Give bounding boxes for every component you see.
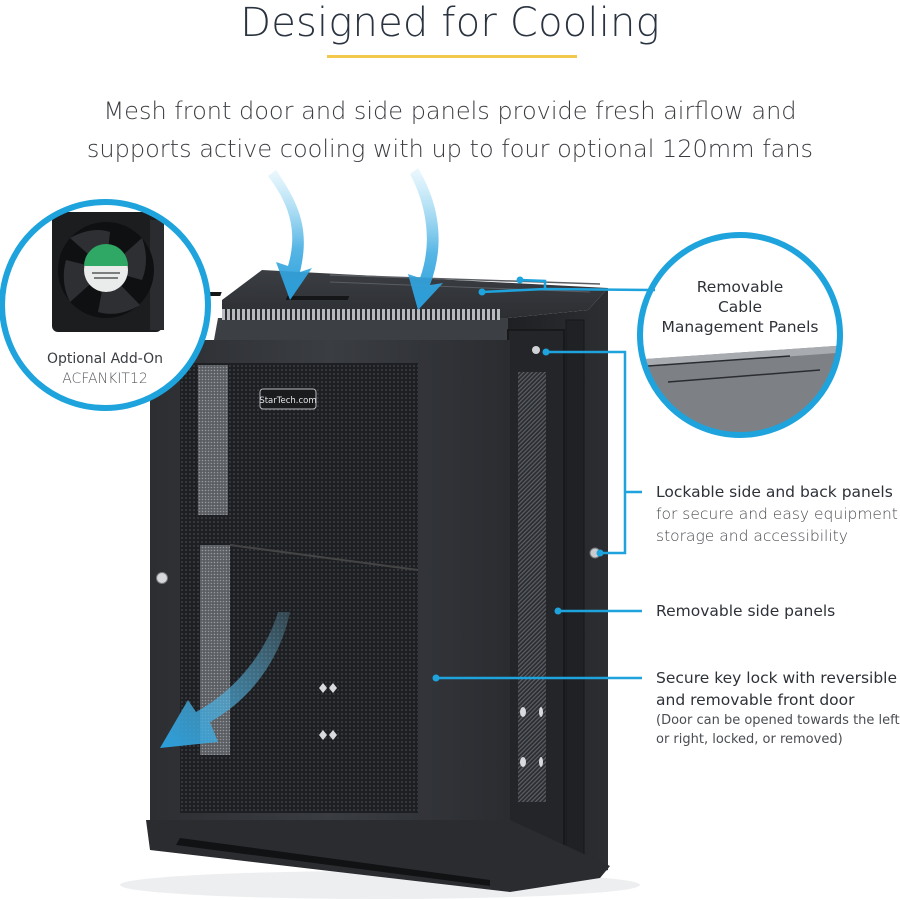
callout-keylock-title-2: and removable front door (656, 691, 855, 709)
subtitle-line-2: supports active cooling with up to four … (86, 135, 814, 163)
callout-keylock-title-1: Secure key lock with reversible (656, 669, 898, 687)
callout-removable-side-panels: Removable side panels (656, 600, 900, 622)
callout-lockable-desc-1: for secure and easy equipment (656, 505, 898, 523)
callout-dots (432, 276, 604, 682)
cable-inset-label-line-1: Removable (696, 278, 784, 296)
brand-badge (259, 388, 317, 410)
callout-keylock-note-1: (Door can be opened towards the left (656, 713, 900, 728)
callout-lines (436, 278, 656, 680)
airflow-arrow-3 (160, 612, 290, 748)
callout-lockable-desc-2: storage and accessibility (656, 527, 848, 545)
fan-image (52, 212, 164, 332)
cabinet-base (146, 820, 610, 892)
callout-key-lock: Secure key lock with reversible and remo… (656, 667, 900, 749)
callout-lockable-title: Lockable side and back panels (656, 483, 893, 501)
brand-badge-text: StarTech.com (259, 396, 316, 406)
fan-inset-model: ACFANKIT12 (62, 371, 148, 387)
cable-inset-label-line-3: Management Panels (661, 318, 819, 336)
cable-inset-label-line-2: Cable (717, 298, 762, 316)
callout-lockable-panels: Lockable side and back panels for secure… (656, 481, 900, 547)
cable-inset-ring (637, 232, 843, 438)
page-title: Designed for Cooling (240, 0, 660, 46)
subtitle-line-1: Mesh front door and side panels provide … (103, 97, 797, 125)
airflow-arrow-2 (408, 168, 443, 310)
cable-inset-label: Removable Cable Management Panels (640, 277, 840, 337)
fan-inset-ring (0, 199, 211, 411)
airflow-arrow-1 (268, 170, 312, 300)
title-underline (327, 55, 577, 58)
fan-inset-label: Optional Add-On (46, 351, 164, 367)
subtitle: Mesh front door and side panels provide … (0, 92, 900, 168)
callout-keylock-note-2: or right, locked, or removed) (656, 732, 843, 747)
callout-removable-title: Removable side panels (656, 602, 836, 620)
